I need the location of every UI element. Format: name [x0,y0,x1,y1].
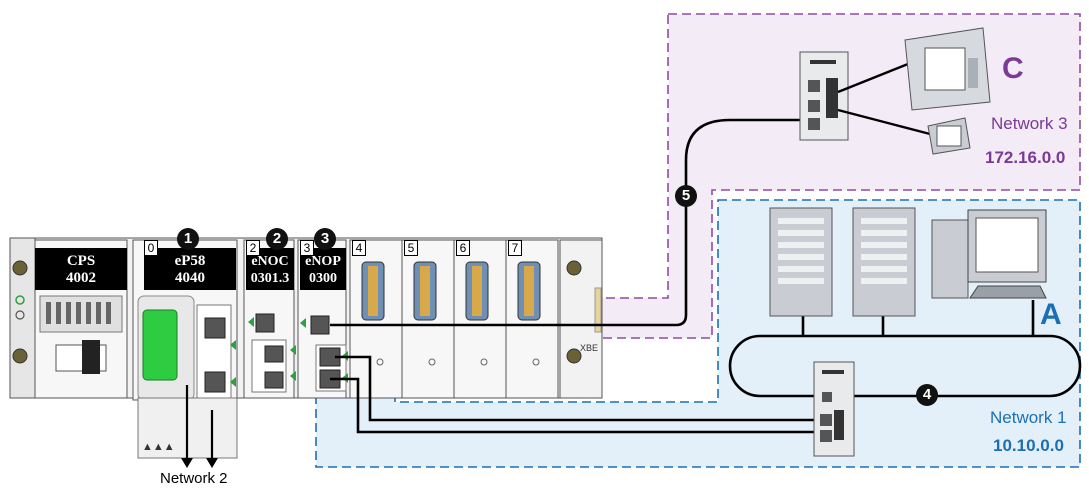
cable-to-display [837,108,931,136]
network-1-name: Network 1 [990,408,1067,427]
network-c-zone [299,13,1081,339]
slot-number: 0 [144,240,158,256]
callout-5: 5 [675,185,697,207]
network-1-ring [728,334,1082,398]
callout-3: 3 [314,228,336,250]
callout-4: 4 [916,384,938,406]
network-2-name: Network 2 [160,470,228,487]
callout-1: 1 [177,228,199,250]
slot-number: 2 [246,240,260,256]
slot-number: 4 [352,240,366,256]
network-a-letter: A [1040,298,1062,331]
cable-network-3 [330,118,812,327]
slot-number: 3 [300,240,314,256]
cable-network-1-a [335,355,830,422]
network-3-name: Network 3 [991,114,1068,133]
network-c-letter: C [1002,52,1024,85]
network-3-address: 172.16.0.0 [985,148,1066,167]
display-icon [927,117,971,155]
network-1-address: 10.10.0.0 [993,436,1064,455]
rack-label: XBE [580,343,599,353]
callout-2: 2 [266,228,288,250]
slot-number: 7 [508,240,522,256]
svg-text:▲▲▲: ▲▲▲ [142,441,175,453]
slot-number: 6 [456,240,470,256]
server-icon [852,207,916,317]
switch-network-1 [813,361,855,457]
hmi-panel-icon [904,27,991,111]
cps-terminals [39,295,123,374]
io-modules [349,239,559,399]
cable-to-hmi [837,62,909,94]
cable-network-1-b [330,377,830,434]
switch-network-3 [799,51,849,141]
slot-number: 5 [404,240,418,256]
server-icon [769,207,833,317]
workstation-icon [931,209,1047,299]
